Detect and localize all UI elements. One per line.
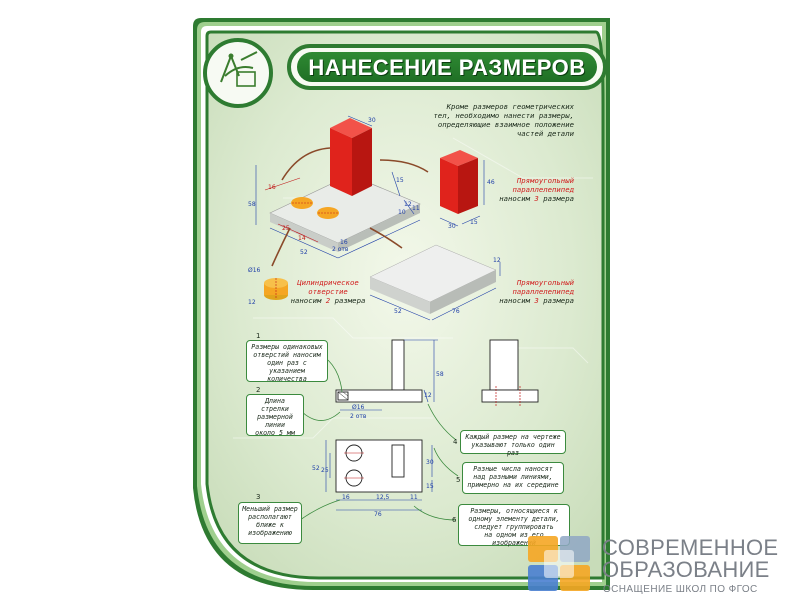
note-suffix: размера xyxy=(543,296,574,305)
intro-note-line: тел, необходимо нанести размеры, xyxy=(433,111,574,120)
brand-name-line2: ОБРАЗОВАНИЕ xyxy=(602,557,770,582)
intro-note: Кроме размеров геометрических тел, необх… xyxy=(424,102,574,138)
compass-drafting-icon xyxy=(220,51,258,87)
callout-line: ближе к xyxy=(256,521,284,529)
callout-line: Каждый размер на чертеже xyxy=(465,433,561,441)
callout-number: 5 xyxy=(456,476,461,484)
cylinder-note: Цилиндрическое отверстие наносим 2 разме… xyxy=(288,278,368,305)
note-count: 2 xyxy=(325,296,331,305)
callout-number: 4 xyxy=(453,438,458,446)
callout-line: Меньший размер xyxy=(242,505,298,513)
callout-line: указывают только один раз xyxy=(471,441,555,457)
callout-line: следует группировать xyxy=(474,523,554,531)
brand-tagline: ОСНАЩЕНИЕ ШКОЛ ПО ФГОС xyxy=(603,584,758,595)
note-line: параллелепипед xyxy=(512,185,574,194)
callout-line: Размеры, относящиеся к xyxy=(470,507,558,515)
title-bar: НАНЕСЕНИЕ РАЗМЕРОВ xyxy=(287,44,607,90)
callout-line: один раз с указанием xyxy=(267,359,307,375)
callout-line: линии xyxy=(265,421,285,429)
title-bar-inner: НАНЕСЕНИЕ РАЗМЕРОВ xyxy=(297,52,597,82)
callout-number: 1 xyxy=(256,332,261,340)
intro-note-line: определяющие взаимное положение xyxy=(437,120,574,129)
callout-line: Длина стрелки xyxy=(261,397,289,413)
callout-4: Каждый размер на чертеже указывают тольк… xyxy=(460,430,566,457)
callout-line: Размеры одинаковых xyxy=(251,343,323,351)
callout-line: изображению xyxy=(248,529,292,537)
parallelepiped-bottom-note: Прямоугольный параллелепипед наносим 3 р… xyxy=(492,278,574,305)
callout-line: одному элементу детали, xyxy=(468,515,560,523)
brand-logo-icon xyxy=(528,536,590,591)
callout-line: около 5 мм xyxy=(255,429,295,437)
callout-3: Меньший размер располагают ближе к изобр… xyxy=(238,502,302,544)
intro-note-line: частей детали xyxy=(516,129,574,138)
note-line: отверстие xyxy=(308,287,348,296)
compass-logo xyxy=(203,38,273,108)
note-line: параллелепипед xyxy=(512,287,574,296)
note-prefix: наносим xyxy=(499,194,531,203)
note-line: Прямоугольный xyxy=(516,176,574,185)
page-title: НАНЕСЕНИЕ РАЗМЕРОВ xyxy=(308,55,586,80)
note-count: 3 xyxy=(534,296,539,305)
callout-line: располагают xyxy=(248,513,292,521)
callout-2: Длина стрелки размерной линии около 5 мм xyxy=(246,394,304,437)
intro-note-line: Кроме размеров геометрических xyxy=(446,102,574,111)
callout-line: над разными линиями, xyxy=(473,473,553,481)
note-prefix: наносим xyxy=(290,296,322,305)
note-suffix: размера xyxy=(334,296,366,305)
parallelepiped-top-note: Прямоугольный параллелепипед наносим 3 р… xyxy=(492,176,574,203)
brand-name-line1: СОВРЕМЕННОЕ xyxy=(602,535,779,560)
note-prefix: наносим xyxy=(499,296,531,305)
callout-line: отверстий наносим xyxy=(253,351,321,359)
callout-line: на одном из его изображений xyxy=(484,531,544,547)
callout-number: 3 xyxy=(256,493,261,501)
note-count: 3 xyxy=(534,194,539,203)
callout-number: 6 xyxy=(452,516,457,524)
callout-line: количества xyxy=(267,375,307,383)
note-line: Прямоугольный xyxy=(516,278,574,287)
callout-line: примерно на их середине xyxy=(467,481,559,489)
callout-line: размерной xyxy=(257,413,293,421)
callout-1: Размеры одинаковых отверстий наносим оди… xyxy=(246,340,328,383)
callout-5: Разные числа наносят над разными линиями… xyxy=(462,462,564,494)
callout-line: Разные числа наносят xyxy=(473,465,553,473)
note-line: Цилиндрическое xyxy=(297,278,359,287)
callout-number: 2 xyxy=(256,386,261,394)
note-suffix: размера xyxy=(543,194,574,203)
